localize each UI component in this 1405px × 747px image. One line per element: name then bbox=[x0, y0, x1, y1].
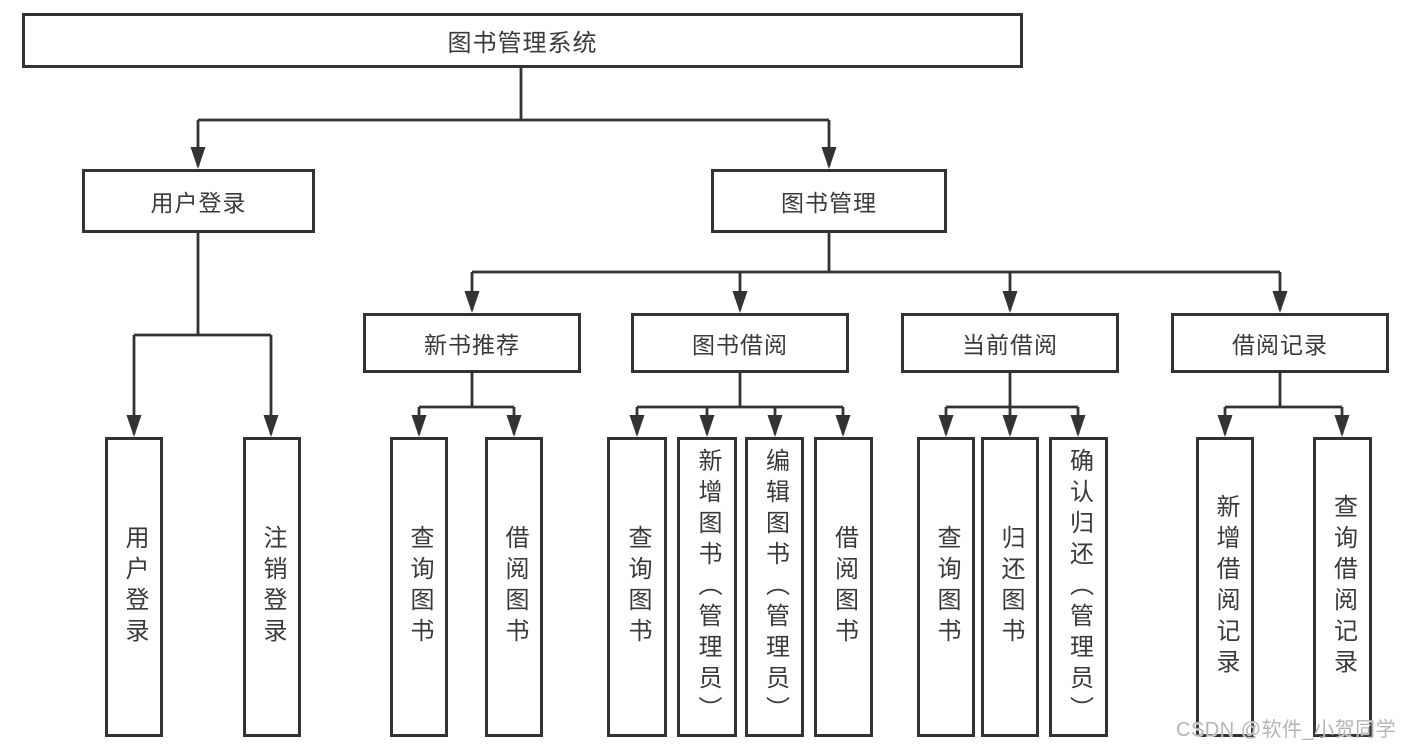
node-library-management-system: 图书管理系统 bbox=[22, 13, 1023, 68]
leaf-label: 借阅图书 bbox=[830, 525, 858, 649]
leaf-query-books-borrow: 查询图书 bbox=[607, 437, 667, 737]
leaf-label: 注销登录 bbox=[259, 525, 286, 649]
leaf-label: 编辑图书（管理员） bbox=[761, 447, 789, 727]
node-new-book-recommendation: 新书推荐 bbox=[363, 313, 581, 373]
leaf-label: 查询图书 bbox=[406, 525, 433, 649]
leaf-label: 用户登录 bbox=[121, 525, 148, 649]
node-book-management: 图书管理 bbox=[711, 169, 947, 233]
node-book-borrowing: 图书借阅 bbox=[631, 313, 849, 373]
leaf-borrow-books-recommend: 借阅图书 bbox=[485, 437, 543, 737]
leaf-label: 确认归还（管理员） bbox=[1065, 447, 1093, 727]
leaf-add-book-admin: 新增图书（管理员） bbox=[677, 437, 737, 737]
leaf-edit-book-admin: 编辑图书（管理员） bbox=[745, 437, 804, 737]
leaf-label: 新增图书（管理员） bbox=[694, 447, 721, 727]
leaf-query-books-current: 查询图书 bbox=[917, 437, 975, 737]
leaf-logout: 注销登录 bbox=[243, 437, 301, 737]
leaf-query-books-recommend: 查询图书 bbox=[390, 437, 448, 737]
leaf-add-borrow-record: 新增借阅记录 bbox=[1196, 437, 1254, 737]
leaf-query-borrow-record: 查询借阅记录 bbox=[1313, 437, 1372, 737]
leaf-label: 借阅图书 bbox=[501, 525, 528, 649]
leaf-borrow-books: 借阅图书 bbox=[814, 437, 873, 737]
leaf-label: 查询图书 bbox=[933, 525, 960, 649]
leaf-label: 查询图书 bbox=[624, 525, 651, 649]
leaf-label: 新增借阅记录 bbox=[1212, 494, 1239, 680]
csdn-watermark: CSDN @软件_小贺同学 bbox=[1176, 719, 1397, 741]
leaf-return-books: 归还图书 bbox=[981, 437, 1039, 737]
leaf-label: 查询借阅记录 bbox=[1329, 494, 1357, 680]
node-borrowing-records: 借阅记录 bbox=[1171, 313, 1389, 373]
leaf-label: 归还图书 bbox=[997, 525, 1024, 649]
arrowheads bbox=[126, 147, 1350, 437]
leaf-user-login: 用户登录 bbox=[105, 437, 163, 737]
node-user-login: 用户登录 bbox=[82, 169, 315, 233]
node-current-borrowing: 当前借阅 bbox=[901, 313, 1119, 373]
leaf-confirm-return-admin: 确认归还（管理员） bbox=[1049, 437, 1108, 737]
